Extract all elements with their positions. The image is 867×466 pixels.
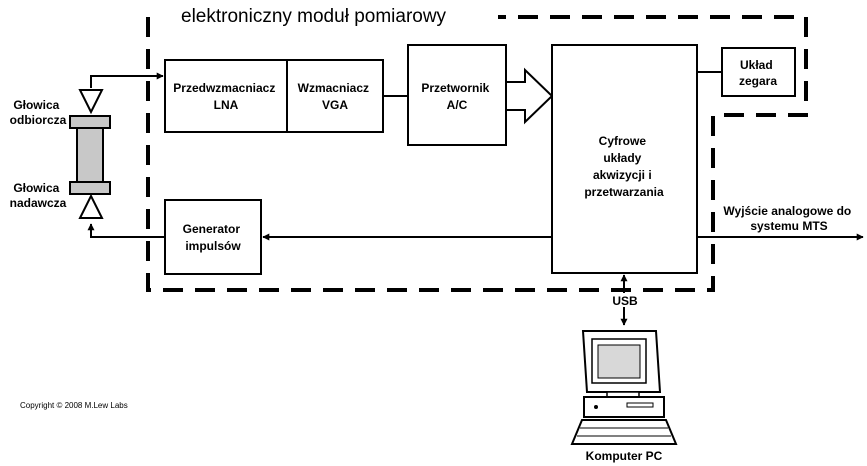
adc-digital-arrow [505,67,554,125]
clock-label: Układ zegara [739,58,777,88]
transmitter-head-label: Głowica nadawcza [10,181,67,210]
pulse-generator-block [164,199,262,275]
pulse-to-transmitter-wire [87,223,165,238]
receiver-to-preamp-wire [90,72,164,88]
module-boundary [146,15,808,292]
transmitter-triangle [78,193,104,219]
digital-label: Cyfrowe układy akwizycji i przetwarzania [584,134,664,199]
preamp-block [164,59,288,133]
module-title: elektroniczny moduł pomiarowy [181,6,447,27]
transducer-body [76,127,104,183]
computer-icon [570,330,678,445]
receiver-head-cap [69,115,111,129]
receiver-head-label: Głowica odbiorcza [10,98,67,127]
pulse-generator-label: Generator impulsów [183,222,244,253]
vga-label: Wzmacniacz VGA [298,81,373,112]
clock-block [721,47,796,97]
computer-label: Komputer PC [586,449,663,463]
preamp-label: Przedwzmacniacz LNA [173,81,278,112]
usb-label-bg [612,293,638,307]
digital-block [551,44,698,274]
adc-block [407,44,507,146]
adc-label: Przetwornik A/C [421,81,492,112]
analog-output-label: Wyjście analogowe do systemu MTS [723,204,854,233]
vga-block [286,59,384,133]
usb-label: USB [612,294,638,308]
copyright-text: Copyright © 2008 M.Lew Labs [20,401,128,410]
receiver-triangle [78,89,104,115]
transmitter-head-cap [69,181,111,195]
